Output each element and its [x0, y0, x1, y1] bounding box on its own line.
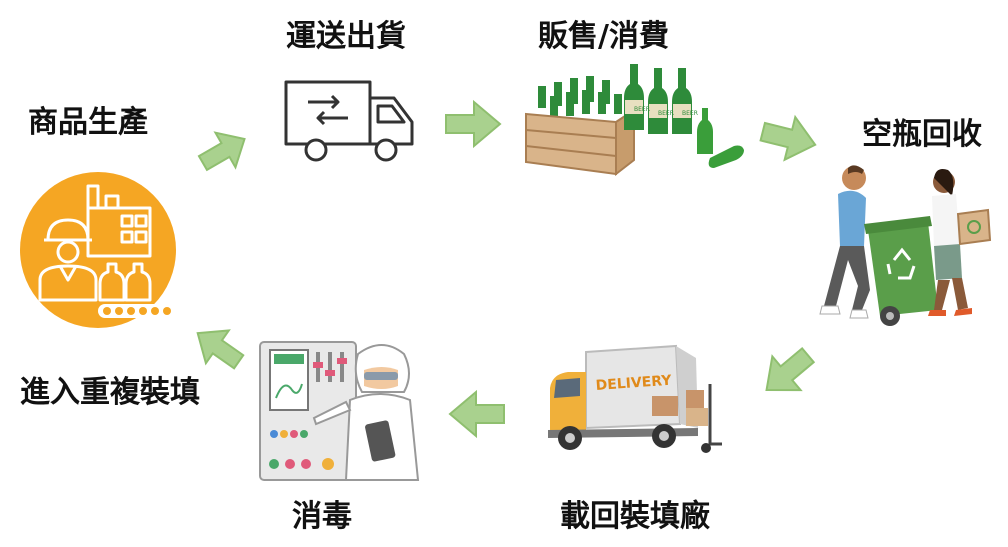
delivery-text: DELIVERY — [595, 373, 673, 394]
beer-crate-icon: BEER BEER BEER — [525, 64, 744, 177]
factory-worker-icon — [20, 172, 182, 328]
disinfection-panel-icon — [259, 341, 420, 481]
shipping-truck-icon — [284, 80, 414, 162]
arrow-disinfect-to-refill — [196, 329, 245, 370]
arrow-collection-to-return — [765, 346, 816, 392]
arrow-production-to-shipping — [197, 131, 246, 172]
step-label-return: 載回裝填廠 — [560, 499, 710, 534]
delivery-truck-icon: DELIVERY — [548, 344, 722, 453]
step-label-shipping: 運送出貨 — [286, 19, 406, 54]
recycle-bin-people-icon — [819, 165, 992, 326]
beer-label: BEER — [658, 110, 674, 117]
arrow-sales-to-collection — [759, 114, 817, 162]
step-label-refill: 進入重複裝填 — [20, 375, 200, 410]
beer-label: BEER — [634, 106, 650, 113]
arrow-shipping-to-sales — [445, 99, 502, 149]
step-label-disinfect: 消毒 — [292, 499, 352, 534]
step-label-collection: 空瓶回收 — [862, 117, 982, 152]
arrow-return-to-disinfect — [448, 389, 505, 439]
beer-label: BEER — [682, 110, 698, 117]
step-label-sales: 販售/消費 — [538, 19, 669, 54]
step-label-production: 商品生產 — [28, 105, 148, 140]
